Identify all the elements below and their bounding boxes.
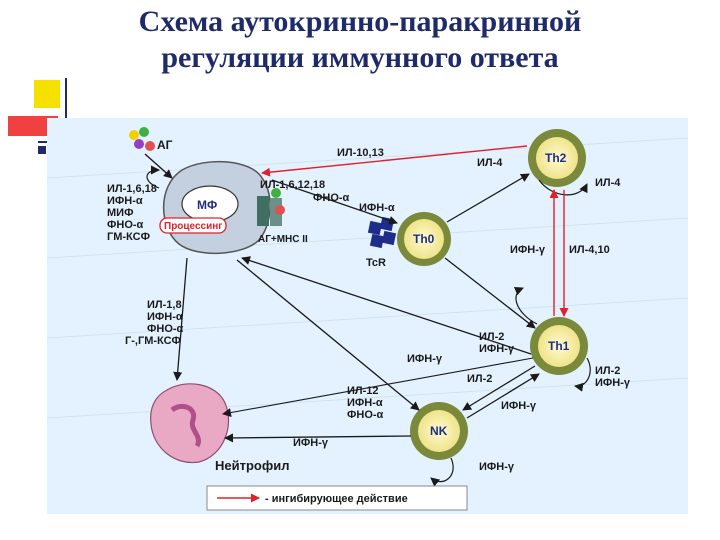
mf-cytokine-5: ГМ-КСФ	[107, 231, 150, 243]
mf-left-cytokines: ИЛ-1,6,18 ИФН-α МИФ ФНО-α ГМ-КСФ	[107, 183, 160, 243]
nk-input-2: ИФН-α	[347, 397, 383, 409]
ifn-g-nk-th1-label: ИФН-γ	[501, 400, 537, 412]
neut-cytokine-3: ФНО-α	[147, 323, 184, 335]
mf-cytokine-1: ИЛ-1,6,18	[107, 183, 157, 195]
nk-label: NK	[430, 424, 448, 438]
th2-il4-10-label: ИЛ-4,10	[569, 244, 610, 256]
il10-13-label: ИЛ-10,13	[337, 147, 384, 159]
th0-cell	[404, 219, 444, 259]
ifn-g-to-mf-label: ИФН-γ	[407, 353, 443, 365]
mf-to-nk-arrow	[236, 259, 420, 411]
th0-to-th2-arrow	[446, 173, 530, 223]
neutrophil-label: Нейтрофил	[215, 458, 289, 473]
ag-mhc-complex	[257, 188, 285, 226]
deco-red-square	[8, 116, 58, 136]
th1-right-ifn: ИФН-γ	[595, 377, 631, 389]
th2-label: Th2	[545, 151, 567, 165]
neut-cytokine-2: ИФН-α	[147, 311, 183, 323]
mf-label: МФ	[197, 198, 217, 212]
nk-input-3: ФНО-α	[347, 409, 384, 421]
title-line-1: Схема аутокринно-паракринной	[138, 5, 582, 38]
legend-label: - ингибирующее действие	[265, 493, 408, 505]
neutrophil-nucleus	[170, 403, 201, 448]
processing-box	[159, 217, 227, 234]
th1-ifn-label: ИФН-γ	[479, 343, 515, 355]
th1-right-labels: ИЛ-2 ИФН-γ	[595, 365, 631, 389]
th2-il4-right-label: ИЛ-4	[595, 177, 621, 189]
th1-right-arrow	[574, 357, 591, 392]
fno-label: ФНО-α	[313, 192, 350, 204]
tcr-label: TcR	[366, 257, 386, 269]
th2-to-mf-inhibit-arrow	[261, 145, 528, 177]
mf-to-neutrophil-arrow	[173, 257, 188, 381]
ag-mhc-label: АГ+МНС II	[258, 234, 308, 245]
neut-cytokine-1: ИЛ-1,8	[147, 299, 182, 311]
mf-cytokine-4: ФНО-α	[107, 219, 144, 231]
title-line-2: регуляции иммунного ответа	[161, 41, 559, 74]
mf-autocrine-arrow	[146, 165, 160, 189]
th1-cell	[538, 325, 580, 367]
th2-il4-top-label: ИЛ-4	[477, 157, 503, 169]
th2-cell	[536, 137, 578, 179]
neutrophil-cell	[150, 383, 230, 464]
deco-yellow-square	[34, 80, 60, 108]
mf-cytokine-2: ИФН-α	[107, 195, 143, 207]
th1-right-il2: ИЛ-2	[595, 365, 620, 377]
th2-self-arrow	[538, 179, 588, 196]
neutrophil-cytokines: ИЛ-1,8 ИФН-α ФНО-α Г-,ГМ-КСФ	[125, 299, 186, 347]
nk-to-th1-arrow	[466, 373, 540, 419]
th1-self-arrow	[513, 287, 538, 325]
nk-self-arrow	[430, 457, 454, 487]
th0-ifn-g-label: ИФН-γ	[510, 244, 546, 256]
th1-label: Th1	[548, 339, 570, 353]
antigen-label: АГ	[157, 138, 173, 152]
immune-scheme: АГ МФ Процессинг АГ+МНС II ИЛ-1,6,18 ИФН…	[47, 118, 688, 514]
deco-bullet	[38, 146, 46, 154]
nk-input-1: ИЛ-12	[347, 385, 379, 397]
th0-to-th1-arrow	[444, 257, 536, 329]
th1-il2-label: ИЛ-2	[479, 331, 504, 343]
processing-label: Процессинг	[164, 221, 222, 232]
scheme-background	[47, 118, 688, 514]
nk-self-label: ИФН-γ	[479, 461, 515, 473]
th0-label: Th0	[413, 232, 435, 246]
th1-to-mf-arrow	[241, 256, 532, 355]
ifn-a-label: ИФН-α	[359, 202, 395, 214]
mf-cytokine-3: МИФ	[107, 207, 133, 219]
il2-to-nk-label: ИЛ-2	[467, 373, 492, 385]
th1-to-nk-arrow	[462, 365, 536, 411]
mf-to-th0-arrow	[271, 179, 398, 225]
ifn-g-nk-neut-label: ИФН-γ	[293, 437, 329, 449]
neut-cytokine-4: Г-,ГМ-КСФ	[125, 335, 181, 347]
th1-to-neutrophil-arrow	[222, 357, 534, 418]
slide-title: Схема аутокринно-паракринной регуляции и…	[0, 0, 720, 110]
nk-cell	[418, 410, 460, 452]
nk-input-labels: ИЛ-12 ИФН-α ФНО-α	[347, 385, 386, 421]
antigen-icon	[129, 127, 155, 151]
mf-right-cytokines: ИЛ-1,6,12,18	[260, 179, 325, 191]
nk-to-neutrophil-arrow	[224, 433, 412, 443]
